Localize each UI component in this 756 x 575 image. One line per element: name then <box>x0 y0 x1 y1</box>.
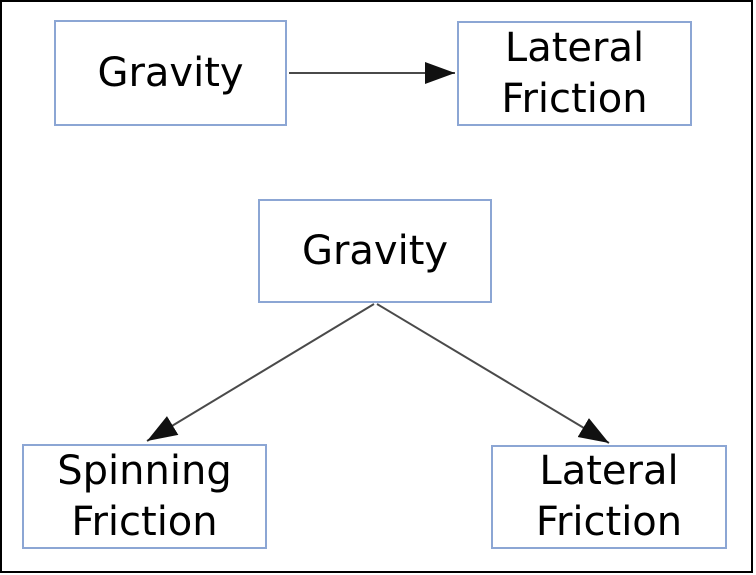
node-label: Spinning Friction <box>57 447 232 545</box>
node-spinning-friction[interactable]: Spinning Friction <box>22 444 267 549</box>
node-lateral-friction-top[interactable]: Lateral Friction <box>457 21 692 126</box>
edge-gravity-to-spinning-friction[interactable] <box>146 303 375 442</box>
node-gravity-root[interactable]: Gravity <box>258 199 492 303</box>
node-label: Gravity <box>301 227 449 274</box>
edge-gravity-to-lateral-friction-2[interactable] <box>376 303 610 444</box>
node-label: Gravity <box>97 49 244 96</box>
node-lateral-friction-bottom[interactable]: Lateral Friction <box>491 445 727 549</box>
node-gravity-top[interactable]: Gravity <box>54 20 287 126</box>
node-label: Lateral Friction <box>535 448 683 545</box>
node-label: Lateral Friction <box>501 24 648 122</box>
